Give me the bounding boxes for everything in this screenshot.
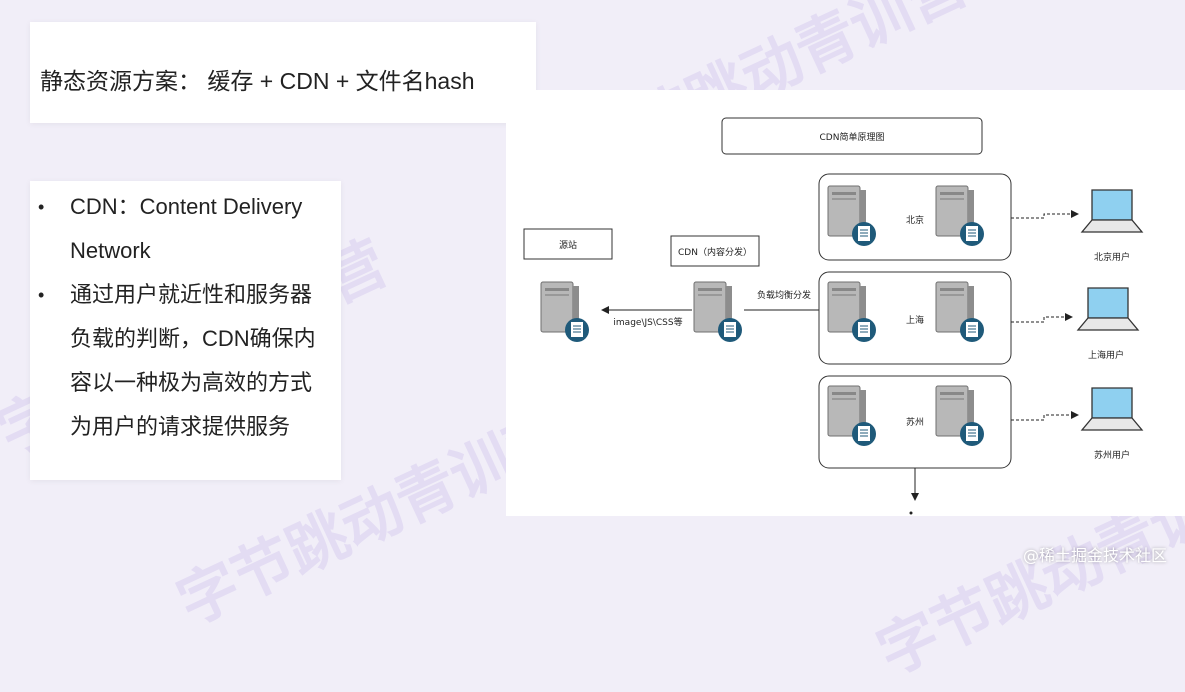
origin-label: 源站 [559, 239, 577, 251]
bullet-item: • 通过用户就近性和服务器负载的判断，CDN确保内容以一种极为高效的方式为用户的… [30, 273, 320, 449]
bullet-item: • CDN：Content Delivery Network [30, 185, 320, 273]
slide-title: 静态资源方案： 缓存 + CDN + 文件名hash [40, 68, 475, 94]
arrow-to-user [1011, 411, 1079, 421]
bullet-list: • CDN：Content Delivery Network • 通过用户就近性… [30, 185, 320, 449]
origin-box: 源站 [523, 228, 613, 260]
user-label: 上海用户 [1088, 349, 1124, 361]
laptop-icon [1081, 189, 1143, 233]
cdn-server-icon [693, 281, 743, 343]
bullet-text: CDN：Content Delivery Network [70, 194, 303, 263]
region-name: 苏州 [906, 416, 924, 428]
ellipsis-dot [909, 511, 913, 515]
cdn-box: CDN（内容分发） [670, 235, 760, 267]
laptop-icon [1077, 287, 1139, 331]
user-label: 苏州用户 [1094, 449, 1130, 461]
cdn-label: CDN（内容分发） [678, 246, 752, 258]
cdn-diagram: CDN简单原理图 源站 CDN（内容分发） image\JS\CSS等 负载均衡… [506, 90, 1185, 516]
diagram-title-box: CDN简单原理图 [721, 117, 983, 155]
bullet-dot-icon: • [38, 197, 45, 217]
left-arrow-label: image\JS\CSS等 [613, 316, 682, 328]
bullet-text: 通过用户就近性和服务器负载的判断，CDN确保内容以一种极为高效的方式为用户的请求… [70, 282, 316, 439]
origin-server-icon [540, 281, 590, 343]
region-beijing: 北京 [818, 173, 1012, 261]
bullet-dot-icon: • [38, 285, 45, 305]
laptop-icon [1081, 387, 1143, 431]
region-suzhou: 苏州 [818, 375, 1012, 469]
credit-watermark: @稀土掘金技术社区 [1022, 546, 1167, 565]
arrow-to-user [1011, 210, 1079, 219]
arrow-to-user [1011, 313, 1073, 323]
arrow-to-origin: image\JS\CSS等 [601, 306, 692, 328]
bullet-card: • CDN：Content Delivery Network • 通过用户就近性… [30, 181, 341, 480]
diagram-title: CDN简单原理图 [820, 131, 885, 143]
region-name: 北京 [906, 214, 924, 226]
title-card: 静态资源方案： 缓存 + CDN + 文件名hash [30, 22, 536, 123]
region-shanghai: 上海 [818, 271, 1012, 365]
arrow-to-regions: 负载均衡分发 [744, 289, 827, 314]
user-label: 北京用户 [1094, 251, 1130, 263]
region-name: 上海 [906, 314, 924, 326]
right-arrow-label: 负载均衡分发 [757, 289, 811, 301]
